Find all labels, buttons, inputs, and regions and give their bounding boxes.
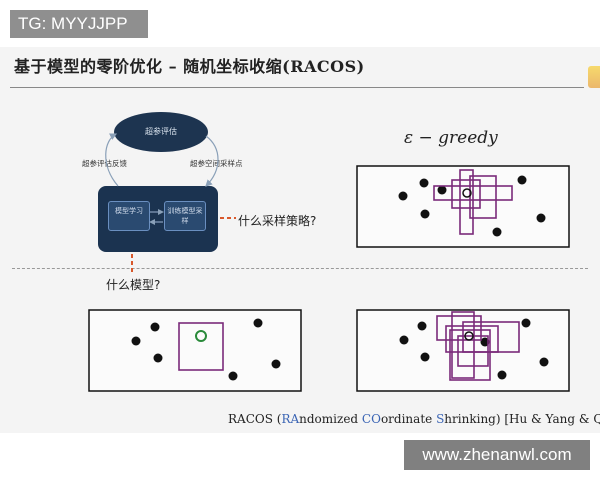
greedy-panel [356, 165, 570, 248]
footer-co: CO [361, 412, 381, 426]
sample-arrow [205, 135, 219, 187]
feedback-arrow [105, 133, 119, 187]
footer-ordinate: ordinate [380, 412, 437, 426]
greedy-boxes [433, 169, 513, 235]
greedy-best-point [462, 188, 472, 198]
slide-title: 基于模型的零阶优化 – 随机坐标收缩(RACOS) [14, 57, 365, 76]
model-best-point [195, 330, 207, 342]
sampling-strategy-question: 什么采样策略? [238, 214, 317, 228]
racos-boxes [436, 311, 520, 381]
model-learning-box: 模型学习 [108, 201, 150, 231]
footer-citation: [Hu & Yang & Qian] [504, 412, 600, 426]
model-sampling-box: 训练模型采样 [164, 201, 206, 231]
section-divider [12, 268, 588, 269]
site-watermark: www.zhenanwl.com [404, 440, 590, 470]
channel-tag: TG: MYYJJPP [10, 10, 148, 38]
racos-footer: RACOS (RAndomized COordinate Shrinking) … [228, 412, 600, 426]
model-region [178, 322, 224, 371]
footer-prefix: RACOS ( [228, 412, 282, 426]
model-question: 什么模型? [106, 278, 161, 292]
model-panel [88, 309, 302, 392]
footer-ndomized: ndomized [299, 412, 362, 426]
sample-arrow-label: 超参空间采样点 [190, 159, 243, 168]
racos-best-point [464, 331, 474, 341]
footer-ra: RA [281, 412, 300, 426]
model-points [131, 318, 281, 381]
title-divider [10, 87, 584, 88]
slide-edge-accent [588, 66, 600, 88]
greedy-points [398, 175, 546, 237]
epsilon-greedy-label: ε − greedy [404, 128, 498, 148]
hyperparam-eval-node: 超参评估 [114, 112, 208, 152]
footer-s: S [436, 412, 445, 426]
feedback-arrow-label: 超参评估反馈 [82, 159, 127, 168]
footer-hrinking: hrinking) [444, 412, 501, 426]
